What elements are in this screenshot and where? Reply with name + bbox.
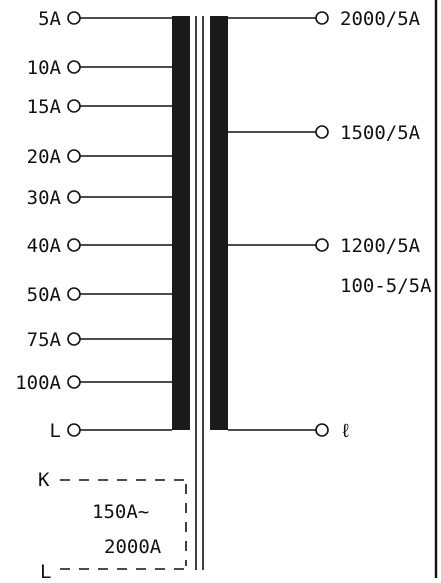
primary-tap-terminal — [67, 99, 81, 113]
primary-tap-label: L — [50, 420, 61, 442]
secondary-range-note: 100-5/5A — [340, 275, 432, 297]
primary-tap-terminal — [67, 149, 81, 163]
primary-tap-terminal — [67, 423, 81, 437]
primary-taps: 5A 10A 15A 20A 30A 40A 50A 75A 100A L — [15, 8, 172, 442]
box-range-line2: 2000A — [104, 536, 162, 558]
secondary-taps: 2000/5A 1500/5A 1200/5A ℓ — [228, 8, 421, 442]
primary-tap-label: 5A — [38, 8, 61, 30]
primary-tap-label: 100A — [15, 372, 61, 394]
primary-tap-label: 75A — [27, 329, 62, 351]
secondary-tap-terminal — [315, 238, 329, 252]
primary-tap-label: 30A — [27, 187, 62, 209]
box-end-label: L — [40, 561, 51, 578]
primary-tap-label: 20A — [27, 146, 62, 168]
primary-tap-terminal — [67, 238, 81, 252]
primary-tap-label: 10A — [27, 57, 62, 79]
primary-tap-label: 40A — [27, 235, 62, 257]
primary-tap-terminal — [67, 332, 81, 346]
primary-tap-terminal — [67, 375, 81, 389]
secondary-tap-terminal — [315, 11, 329, 25]
primary-tap-terminal — [67, 287, 81, 301]
secondary-tap-label: 2000/5A — [340, 8, 421, 30]
external-range-box: K L 150A~ 2000A — [38, 469, 187, 583]
secondary-tap-label: ℓ — [340, 420, 351, 442]
secondary-tap-terminal — [315, 125, 329, 139]
primary-winding-core — [172, 16, 190, 430]
box-range-line1: 150A~ — [92, 501, 149, 523]
primary-tap-label: 15A — [27, 96, 62, 118]
primary-tap-terminal — [67, 11, 81, 25]
secondary-winding-core — [210, 16, 228, 430]
primary-tap-terminal — [67, 60, 81, 74]
secondary-tap-label: 1500/5A — [340, 122, 421, 144]
secondary-tap-label: 1200/5A — [340, 235, 421, 257]
primary-tap-terminal — [67, 190, 81, 204]
primary-tap-label: 50A — [27, 284, 62, 306]
box-start-label: K — [38, 469, 50, 491]
secondary-tap-terminal — [315, 423, 329, 437]
